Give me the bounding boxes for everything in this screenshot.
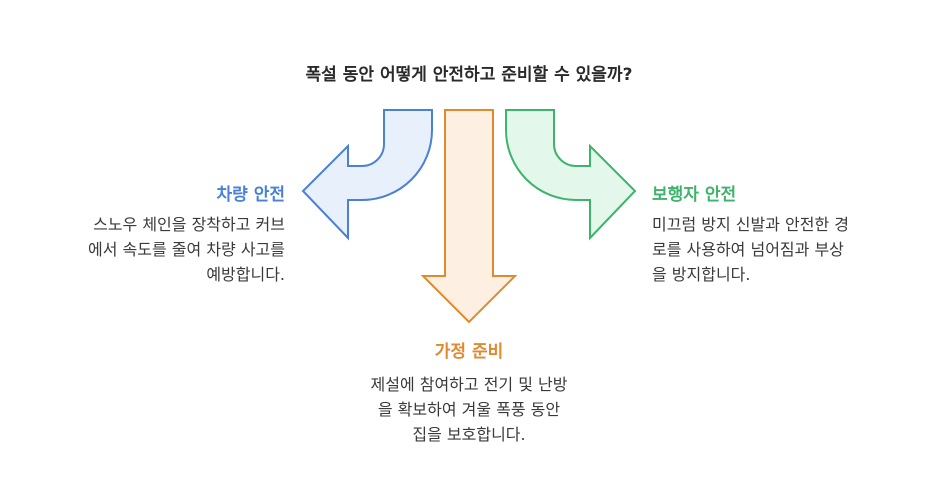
left-description: 스노우 체인을 장착하고 커브 에서 속도를 줄여 차량 사고를 예방합니다. (5, 212, 285, 287)
right-curved-arrow (505, 109, 637, 241)
center-description: 제설에 참여하고 전기 및 난방 을 확보하여 겨울 폭풍 동안 집을 보호합니… (269, 372, 669, 447)
right-description: 미끄럼 방지 신발과 안전한 경 로를 사용하여 넘어짐과 부상 을 방지합니다… (652, 212, 932, 287)
center-heading: 가정 준비 (434, 342, 504, 362)
center-description-line: 을 확보하여 겨울 폭풍 동안 (377, 400, 561, 419)
center-description-line: 제설에 참여하고 전기 및 난방 (370, 375, 568, 394)
center-down-arrow (420, 109, 518, 324)
center-description-line: 집을 보호합니다. (412, 425, 526, 444)
left-description-line: 스노우 체인을 장착하고 커브 (93, 215, 285, 234)
right-description-line: 로를 사용하여 넘어짐과 부상 (652, 240, 844, 259)
left-description-line: 예방합니다. (206, 265, 285, 284)
diagram-title: 폭설 동안 어떻게 안전하고 준비할 수 있을까? (305, 65, 633, 85)
left-curved-arrow (301, 109, 433, 241)
right-description-line: 을 방지합니다. (652, 265, 751, 284)
right-heading: 보행자 안전 (652, 185, 737, 205)
right-description-line: 미끄럼 방지 신발과 안전한 경 (652, 215, 849, 234)
left-description-line: 에서 속도를 줄여 차량 사고를 (88, 240, 285, 259)
left-heading: 차량 안전 (216, 185, 285, 205)
